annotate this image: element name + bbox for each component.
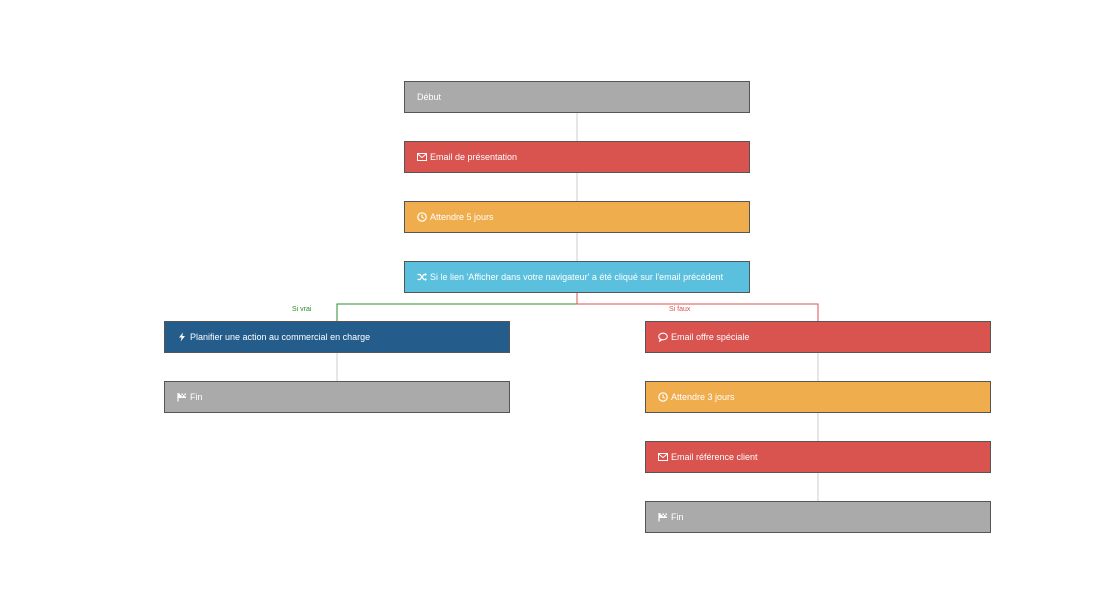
node-email-offer[interactable]: Email offre spéciale [645,321,991,353]
node-email-intro-label: Email de présentation [430,152,518,162]
flag-icon [177,392,187,402]
shuffle-icon [417,272,427,282]
connector-false-branch [576,293,819,321]
branch-false-label: Si faux [669,306,691,313]
node-email-ref-label: Email référence client [671,452,758,462]
node-email-ref[interactable]: Email référence client [645,441,991,473]
envelope-icon [658,452,668,462]
node-end-right-label: Fin [671,512,684,522]
node-start[interactable]: Début [404,81,750,113]
node-wait-3-label: Attendre 3 jours [671,392,735,402]
node-condition-label: Si le lien 'Afficher dans votre navigate… [430,272,724,282]
node-email-offer-label: Email offre spéciale [671,332,750,342]
node-end-right[interactable]: Fin [645,501,991,533]
comment-icon [658,332,668,342]
flag-icon [658,512,668,522]
node-condition[interactable]: Si le lien 'Afficher dans votre navigate… [404,261,750,293]
node-end-left[interactable]: Fin [164,381,510,413]
clock-icon [658,392,668,402]
node-start-label: Début [417,92,442,102]
node-plan-action-label: Planifier une action au commercial en ch… [190,332,371,342]
node-end-left-label: Fin [190,392,203,402]
connector-true-branch [336,293,578,321]
node-email-intro[interactable]: Email de présentation [404,141,750,173]
node-wait-3[interactable]: Attendre 3 jours [645,381,991,413]
envelope-icon [417,152,427,162]
clock-icon [417,212,427,222]
node-plan-action[interactable]: Planifier une action au commercial en ch… [164,321,510,353]
branch-true-label: Si vrai [292,306,312,313]
node-wait-5[interactable]: Attendre 5 jours [404,201,750,233]
bolt-icon [177,332,187,342]
node-wait-5-label: Attendre 5 jours [430,212,494,222]
